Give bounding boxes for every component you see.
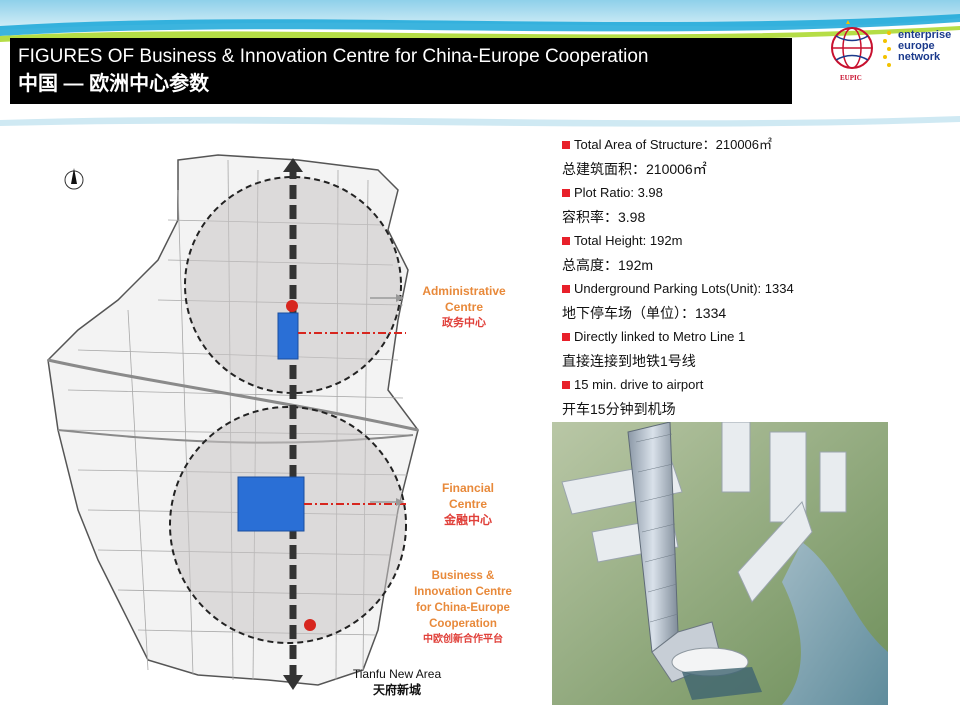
bullet-square-icon	[562, 189, 570, 197]
label-financial-centre: Financial Centre 金融中心	[418, 480, 518, 528]
een-line-3: network	[898, 51, 941, 63]
district-map-graphic	[47, 154, 419, 690]
fact-text: 总高度：192m	[562, 257, 654, 273]
bic-label-line-1: Business &	[431, 570, 495, 582]
een-logo-text: enterprise europe network	[898, 30, 951, 63]
bic-label-chinese: 中欧创新合作平台	[423, 634, 503, 645]
partner-logos: EUPIC enterprise europe network	[818, 20, 958, 90]
facts-list: Total Area of Structure：210006㎡ 总建筑面积：21…	[562, 133, 952, 421]
fact-total-height-zh: 总高度：192m	[562, 253, 952, 277]
fact-total-height-en: Total Height: 192m	[562, 229, 952, 253]
eu-stars-icon	[883, 31, 891, 67]
fact-plot-ratio-zh: 容积率：3.98	[562, 205, 952, 229]
bic-label-line-2: Innovation Centre	[414, 586, 512, 598]
admin-label-chinese: 政务中心	[442, 317, 486, 329]
fact-text: Underground Parking Lots(Unit): 1334	[574, 281, 794, 296]
tianfu-label-chinese: 天府新城	[372, 683, 421, 697]
fact-text: 总建筑面积：210006㎡	[562, 161, 707, 177]
building-rendering-graphic	[552, 422, 888, 705]
fact-text: 地下停车场（单位）：1334	[562, 305, 727, 321]
bic-label-line-3: for China-Europe	[416, 602, 510, 614]
fact-text: 容积率：3.98	[562, 209, 646, 225]
building-rendering-image	[552, 422, 888, 705]
admin-label-line-1: Administrative	[422, 284, 506, 298]
fact-text: Total Area of Structure：210006㎡	[574, 137, 773, 152]
label-tianfu-new-area: Tianfu New Area 天府新城	[332, 666, 462, 698]
bic-label-line-4: Cooperation	[429, 618, 497, 630]
district-map: Administrative Centre 政务中心 Financial Cen…	[18, 130, 548, 705]
fact-airport-en: 15 min. drive to airport	[562, 373, 952, 397]
fact-total-area-en: Total Area of Structure：210006㎡	[562, 133, 952, 157]
fact-text: 直接连接到地铁1号线	[562, 353, 696, 369]
bullet-square-icon	[562, 333, 570, 341]
fact-text: Plot Ratio: 3.98	[574, 185, 663, 200]
fact-text: 开车15分钟到机场	[562, 401, 676, 417]
fact-text: Directly linked to Metro Line 1	[574, 329, 746, 344]
label-business-innovation-centre: Business & Innovation Centre for China-E…	[402, 568, 524, 648]
fact-text: Total Height: 192m	[574, 233, 683, 248]
fact-airport-zh: 开车15分钟到机场	[562, 397, 952, 421]
fact-parking-zh: 地下停车场（单位）：1334	[562, 301, 952, 325]
fact-metro-en: Directly linked to Metro Line 1	[562, 325, 952, 349]
een-line-2: europe	[898, 40, 935, 52]
page-title-english: FIGURES OF Business & Innovation Centre …	[18, 46, 649, 67]
tianfu-label-english: Tianfu New Area	[352, 667, 442, 681]
fact-total-area-zh: 总建筑面积：210006㎡	[562, 157, 952, 181]
admin-label-line-2: Centre	[444, 300, 483, 314]
fact-metro-zh: 直接连接到地铁1号线	[562, 349, 952, 373]
fact-plot-ratio-en: Plot Ratio: 3.98	[562, 181, 952, 205]
eupic-globe-logo-icon	[831, 20, 873, 69]
financial-label-line-2: Centre	[448, 497, 487, 511]
bullet-square-icon	[562, 285, 570, 293]
een-line-1: enterprise	[898, 29, 952, 41]
fact-parking-en: Underground Parking Lots(Unit): 1334	[562, 277, 952, 301]
eupic-logo-text: EUPIC	[840, 74, 862, 82]
label-administrative-centre: Administrative Centre 政务中心	[404, 283, 524, 331]
bullet-square-icon	[562, 381, 570, 389]
title-banner: FIGURES OF Business & Innovation Centre …	[10, 38, 792, 104]
page-title-chinese: 中国 — 欧洲中心参数	[18, 73, 210, 95]
fact-text: 15 min. drive to airport	[574, 377, 704, 392]
financial-label-line-1: Financial	[441, 481, 494, 495]
bullet-square-icon	[562, 141, 570, 149]
bullet-square-icon	[562, 237, 570, 245]
financial-label-chinese: 金融中心	[443, 513, 492, 527]
